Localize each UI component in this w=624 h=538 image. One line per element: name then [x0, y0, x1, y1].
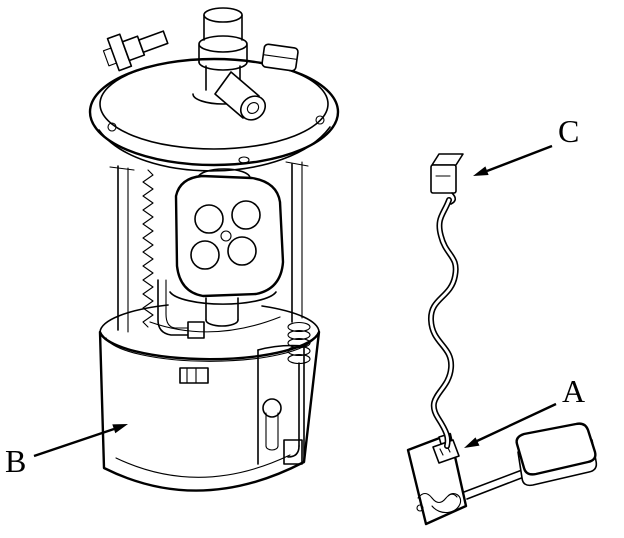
- sender-rivet: [416, 504, 424, 512]
- spring-coil-3: [287, 337, 311, 349]
- flange-bolt-left: [107, 122, 117, 132]
- callout-b-label: B: [5, 443, 26, 479]
- cup-clip: [179, 367, 209, 384]
- pump-hole-2: [231, 200, 261, 230]
- cage-spring-rod: [142, 169, 154, 328]
- callout-a-arrow-line: [476, 402, 557, 443]
- flange-bolt-right: [315, 115, 325, 125]
- callout-b-arrow-head: [112, 424, 128, 434]
- cup-front-rim-inner: [105, 337, 315, 362]
- pump-outlet: [169, 291, 277, 327]
- cup-bracket: [257, 344, 305, 465]
- sender-resistor-trace: [417, 492, 458, 504]
- pickup-sock: [187, 321, 205, 339]
- cage-top-bar-right: [285, 161, 309, 167]
- wire-harness: [428, 197, 459, 449]
- spring-coil-4: [287, 345, 311, 357]
- pickup-tube: [157, 279, 205, 339]
- float-arm-top: [463, 469, 523, 493]
- outlet-collar: [169, 291, 277, 305]
- flange-bolt-bottom: [238, 156, 250, 164]
- callout-c-label: C: [558, 113, 579, 149]
- fuel-outlet-port: [192, 7, 254, 105]
- harness-connector-tail: [450, 192, 457, 205]
- pickup-tube-inner: [165, 279, 193, 329]
- sender-plate: [406, 432, 468, 526]
- fuel-pump-module: [88, 7, 340, 492]
- pump-hole-4: [227, 236, 257, 266]
- callout-a-label: A: [562, 373, 585, 409]
- callout-c: C: [473, 113, 579, 176]
- harness-connector-body: [430, 164, 457, 194]
- callout-c-arrow-line: [486, 144, 553, 173]
- angled-pipe: [214, 71, 267, 121]
- flange-inner: [99, 58, 329, 150]
- pump-cage: [109, 161, 309, 333]
- sender-wire-loop: [431, 493, 462, 514]
- bracket-top: [257, 344, 305, 351]
- float-arm: [463, 469, 525, 500]
- spring-coil-1: [287, 321, 311, 333]
- pump-hole-center: [220, 230, 232, 242]
- harness-wire-inner: [429, 198, 458, 448]
- electrical-connector-port: [261, 43, 299, 72]
- cup-bottom-inner: [115, 454, 291, 478]
- cup-interior-seam: [149, 316, 281, 333]
- cup-outline: [98, 330, 321, 492]
- port-collar-bottom: [198, 61, 248, 71]
- callout-a-arrow-head: [464, 437, 480, 448]
- angled-pipe-end: [239, 95, 267, 121]
- connector-port-seam: [262, 54, 298, 60]
- pump-body-outline: [174, 174, 285, 298]
- float-arm-bottom: [466, 476, 525, 500]
- flange-skirt: [98, 126, 331, 172]
- float-top-face: [515, 422, 597, 476]
- cup-back-rim-right: [261, 305, 320, 333]
- callout-b-arrow-line: [33, 427, 115, 458]
- pickup-tube-outer: [157, 279, 193, 336]
- cup-back-rim-left: [99, 304, 169, 333]
- sender-pin-1: [439, 448, 444, 456]
- pump-body: [174, 168, 285, 298]
- cage-top-bar-left: [109, 166, 135, 171]
- clip-body: [179, 367, 209, 384]
- callout-a: A: [464, 373, 585, 448]
- pump-hole-3: [190, 240, 220, 270]
- keyhole-slot-bottom: [265, 445, 279, 451]
- spring-rod-hook: [287, 445, 300, 458]
- angled-pipe-bore: [246, 102, 260, 114]
- spring-coil-2: [287, 329, 311, 341]
- keyhole-circle: [262, 398, 282, 418]
- cup-spring: [287, 321, 311, 458]
- outlet-bottom: [205, 319, 239, 327]
- fuel-level-sender: [406, 422, 598, 526]
- callout-c-arrow-head: [473, 166, 489, 176]
- callout-b: B: [5, 424, 128, 479]
- bracket-tab: [283, 439, 303, 465]
- fitting-tube: [138, 30, 169, 54]
- callouts: C A B: [5, 113, 585, 479]
- harness-connector: [430, 153, 464, 205]
- float: [515, 422, 598, 487]
- quick-connect-fitting: [102, 30, 169, 72]
- pump-hole-1: [194, 204, 224, 234]
- port-tube-top: [203, 7, 243, 23]
- harness-connector-top: [431, 153, 464, 166]
- reservoir-cup: [98, 304, 321, 492]
- mounting-flange: [88, 57, 340, 172]
- port-collar-top: [198, 35, 248, 53]
- angled-pipe-face: [239, 95, 267, 121]
